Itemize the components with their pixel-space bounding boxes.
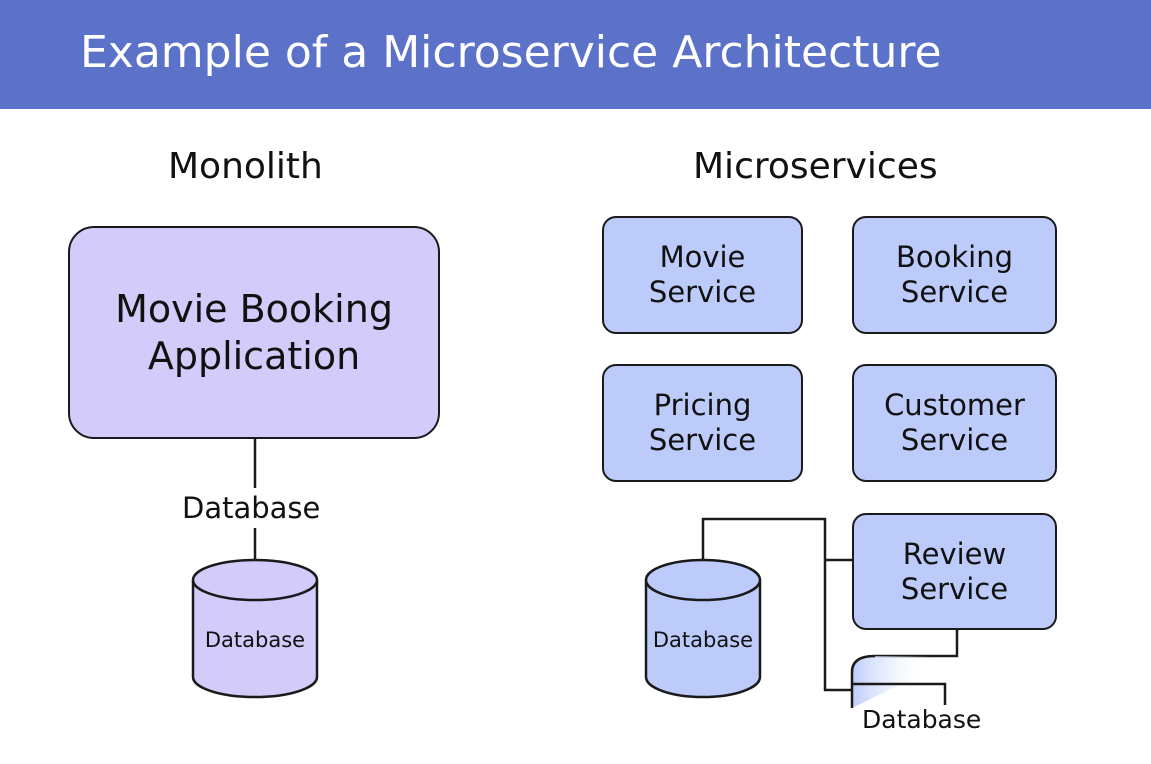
booking-service-box: Booking Service	[852, 216, 1057, 334]
monolith-database-label: Database	[204, 628, 306, 652]
pricing-service-box: Pricing Service	[602, 364, 803, 482]
diagram-title: Example of a Microservice Architecture	[80, 27, 942, 78]
monolith-application-box: Movie Booking Application	[68, 226, 440, 439]
review-database-label: Database	[862, 705, 982, 734]
service-label: Review Service	[900, 536, 1009, 606]
microservices-heading: Microservices	[693, 146, 938, 187]
monolith-application-label: Movie Booking Application	[115, 286, 393, 378]
review-service-box: Review Service	[852, 513, 1057, 630]
service-label: Booking Service	[895, 240, 1014, 309]
monolith-heading: Monolith	[168, 146, 323, 187]
review-db-connector	[875, 629, 959, 658]
monolith-database-cylinder	[191, 558, 319, 699]
micro-database-label: Database	[652, 628, 754, 652]
micro-database-cylinder	[644, 558, 762, 699]
service-label: Movie Service	[648, 240, 757, 309]
title-banner: Example of a Microservice Architecture	[0, 0, 1151, 109]
service-label: Customer Service	[884, 388, 1025, 457]
db-to-review-connector	[701, 517, 852, 692]
movie-service-box: Movie Service	[602, 216, 803, 334]
customer-service-box: Customer Service	[852, 364, 1057, 482]
service-label: Pricing Service	[648, 388, 757, 457]
monolith-connector-label: Database	[182, 491, 321, 525]
review-database-shape	[850, 654, 947, 708]
